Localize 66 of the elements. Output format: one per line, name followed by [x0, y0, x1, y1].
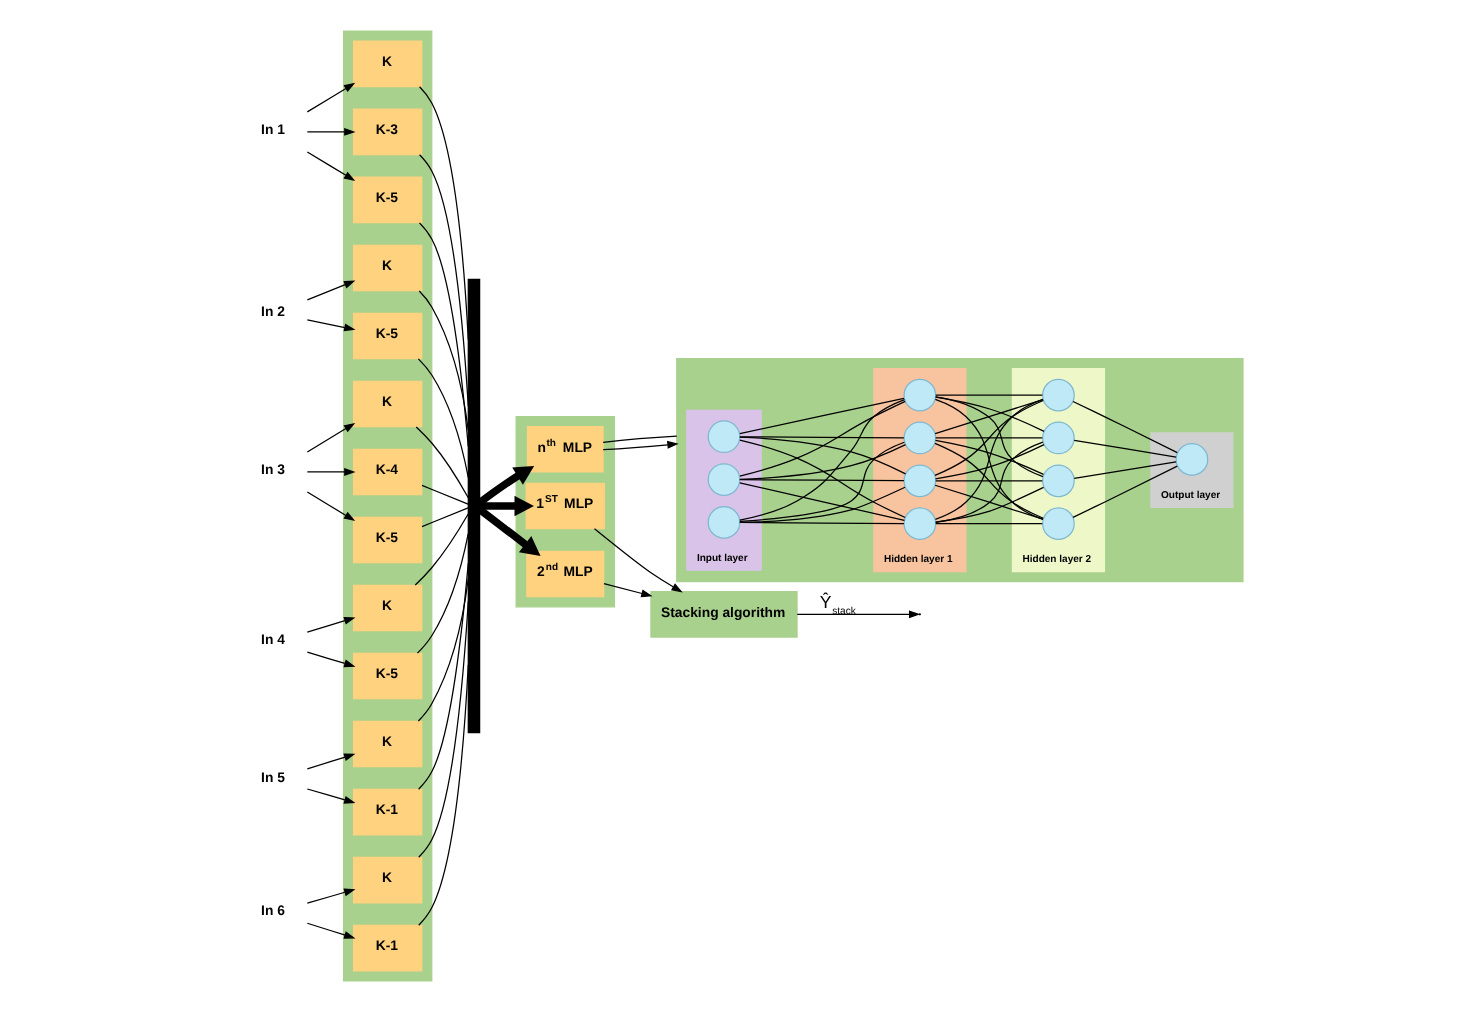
connector	[417, 86, 468, 341]
connector	[1072, 461, 1176, 480]
connector	[417, 290, 468, 431]
arrow	[305, 127, 355, 136]
node-circle	[1041, 421, 1074, 455]
node-circle	[1041, 507, 1074, 540]
connector	[601, 435, 677, 443]
connector	[417, 222, 468, 448]
arrow	[601, 440, 678, 451]
connector	[1072, 439, 1176, 458]
connector	[417, 600, 468, 858]
arrow	[479, 495, 533, 517]
node-circle	[706, 506, 740, 539]
node-circle	[1174, 443, 1208, 476]
arrow	[305, 753, 355, 770]
arrow	[305, 888, 355, 904]
connector	[738, 397, 904, 435]
arrow	[305, 651, 355, 668]
arrow	[305, 82, 355, 113]
connector	[738, 436, 904, 439]
arrow	[592, 528, 682, 593]
connector	[416, 358, 468, 479]
connector	[738, 444, 906, 480]
arrow	[305, 319, 355, 332]
arrow	[305, 422, 355, 453]
arrow	[305, 151, 355, 181]
connector	[934, 437, 1042, 439]
node-circle	[902, 464, 936, 498]
arrow	[602, 583, 652, 598]
node-circle	[1041, 464, 1074, 498]
connector	[415, 532, 468, 654]
edge-label: Ŷ$_{stack}$	[818, 592, 855, 619]
connector	[738, 400, 905, 477]
node-circle	[1041, 378, 1074, 412]
connector	[417, 562, 468, 790]
connector	[1071, 465, 1177, 518]
node-circle	[902, 378, 936, 412]
arrow	[305, 468, 355, 476]
connector	[414, 426, 468, 499]
node-circle	[902, 421, 936, 455]
arrow	[476, 506, 540, 557]
connector	[420, 507, 468, 528]
connector	[417, 664, 468, 926]
arrow	[305, 788, 355, 804]
arrow	[305, 491, 355, 522]
arrow	[305, 922, 355, 939]
connector	[934, 394, 1042, 396]
node-circle	[902, 507, 936, 540]
connector	[416, 578, 468, 722]
connector	[738, 399, 905, 521]
node-bar	[466, 278, 480, 734]
connector	[417, 154, 468, 407]
arrow	[476, 465, 534, 506]
cluster	[675, 358, 1243, 583]
node-circle	[706, 420, 740, 454]
connector	[1071, 400, 1177, 454]
connector	[738, 436, 906, 475]
arrow	[305, 280, 355, 301]
connector	[934, 523, 1042, 525]
arrow	[795, 610, 920, 619]
arrow	[305, 616, 355, 633]
connector	[420, 484, 468, 505]
connector	[933, 398, 1043, 520]
connector	[413, 513, 468, 586]
connector	[934, 480, 1042, 482]
node-circle	[706, 463, 740, 496]
